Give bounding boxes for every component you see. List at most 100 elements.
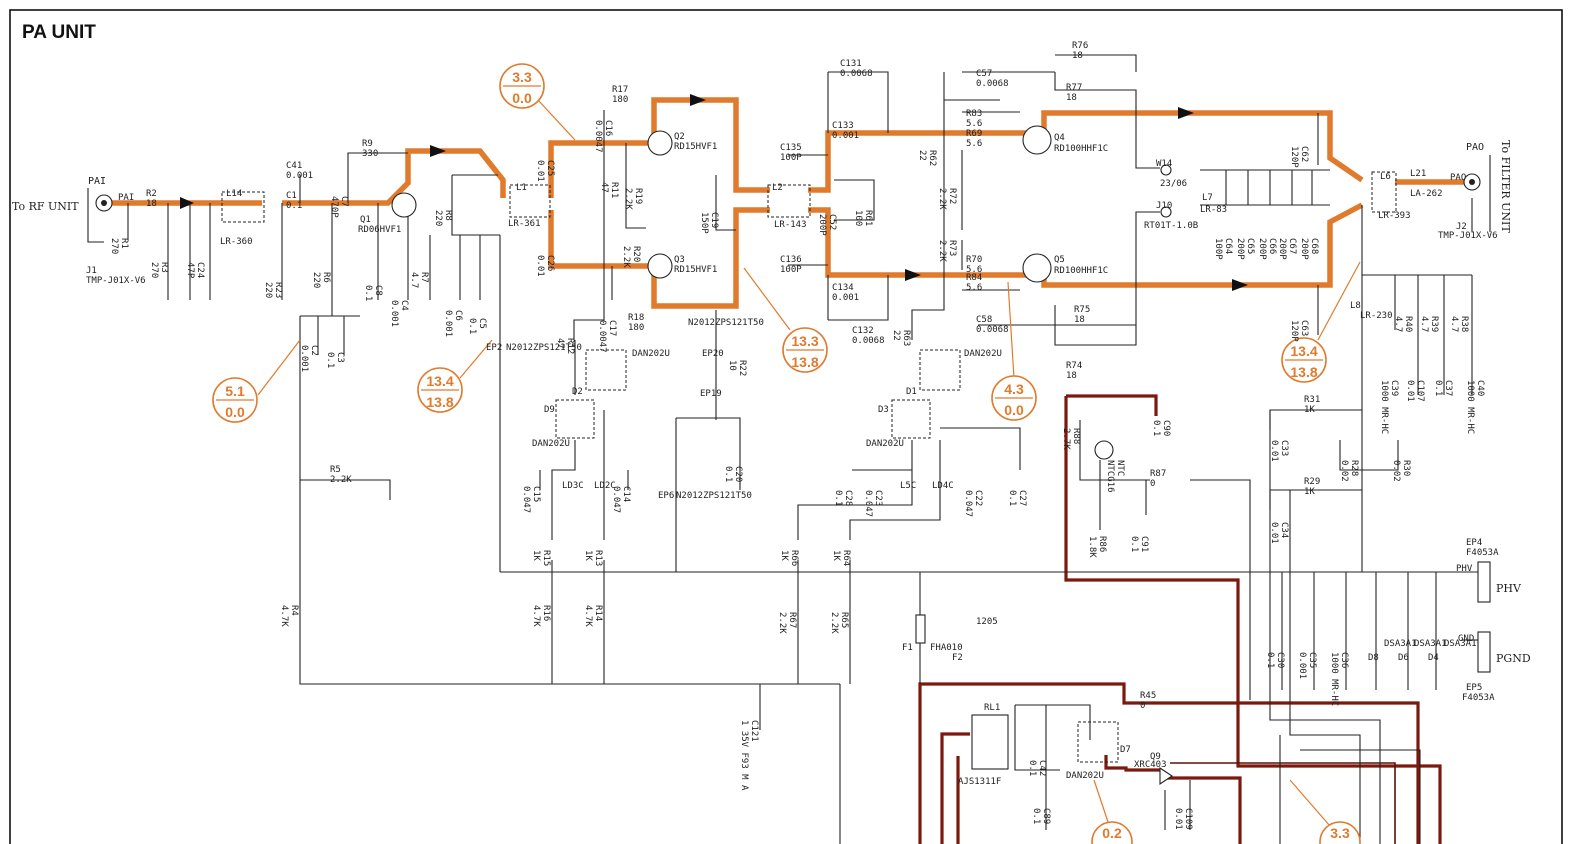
part-value: 0.001: [299, 345, 309, 372]
part-ref: C136: [780, 255, 802, 265]
part-ref: C90: [1161, 420, 1171, 436]
part-ref: R73: [947, 240, 957, 256]
diode-d7-symbol: [1077, 721, 1119, 763]
part-ref: C2: [309, 345, 319, 356]
part-ref: C66: [1267, 238, 1277, 254]
part-value: 4.7K: [531, 605, 541, 627]
part-value: 0.1: [1031, 808, 1041, 824]
svg-text:13.8: 13.8: [426, 394, 453, 410]
svg-text:L7: L7: [1202, 193, 1213, 203]
svg-text:F2: F2: [952, 653, 963, 663]
part-value: 200P: [817, 214, 827, 236]
part-ref: R17: [612, 85, 628, 95]
part-value: 0.01: [1269, 522, 1279, 544]
part-ref: R6: [321, 272, 331, 283]
part-ref: R11: [609, 182, 619, 198]
svg-text:RT01T-1.0B: RT01T-1.0B: [1144, 221, 1198, 231]
part-ref: C26: [545, 255, 555, 271]
part-value: 2.2K: [623, 188, 633, 210]
relay-rl1-symbol: [971, 714, 1009, 770]
part-value: 200P: [1257, 238, 1267, 260]
power-traces: [918, 394, 1442, 844]
part-ref: R64: [841, 550, 851, 566]
part-ref: C36: [1339, 652, 1349, 668]
part-ref: C121: [749, 720, 759, 742]
svg-text:D6: D6: [1398, 653, 1409, 663]
part-ref: R45: [1140, 691, 1156, 701]
part-value: 0.1: [723, 466, 733, 482]
part-value: 0.0068: [852, 336, 885, 346]
signal-direction-arrows: [180, 94, 1248, 291]
part-ref: C58: [976, 315, 992, 325]
part-value: 1.8K: [1087, 536, 1097, 558]
svg-text:LA-262: LA-262: [1410, 189, 1443, 199]
part-ref: C15: [531, 486, 541, 502]
to-rf-unit-label: To RF UNIT: [12, 200, 79, 213]
test-point-w14: [1160, 164, 1172, 176]
svg-text:D4: D4: [1428, 653, 1439, 663]
part-ref: R29: [1304, 477, 1320, 487]
part-ref: R7: [419, 272, 429, 283]
part-value: 270: [149, 262, 159, 278]
svg-text:DAN202U: DAN202U: [1066, 771, 1104, 781]
svg-text:23/06: 23/06: [1160, 179, 1187, 189]
svg-text:LD3C: LD3C: [562, 481, 584, 491]
part-value: 0: [1150, 479, 1155, 489]
part-value: 1000 MR-HC: [1329, 652, 1339, 706]
component-symbols: [95, 125, 1491, 786]
voltage-tag: 13.4 13.8: [417, 339, 493, 413]
part-value: 22: [891, 330, 901, 341]
part-value: 0.001: [832, 131, 859, 141]
svg-text:LR-143: LR-143: [774, 220, 807, 230]
part-ref: C91: [1139, 536, 1149, 552]
part-value: 0.0047: [597, 320, 607, 353]
part-value: 22: [917, 150, 927, 161]
part-value: 150P: [699, 212, 709, 234]
transistor-q5-symbol: [1022, 253, 1052, 283]
svg-text:D1: D1: [906, 387, 917, 397]
part-value: 0.001: [286, 171, 313, 181]
connector-ep5-symbol: [1477, 631, 1491, 673]
part-ref: C37: [1443, 380, 1453, 396]
part-value: 0.001: [1297, 652, 1307, 679]
svg-text:DSA3A1: DSA3A1: [1444, 639, 1477, 649]
part-ref: R30: [1401, 460, 1411, 476]
svg-text:TMP-J01X-V6: TMP-J01X-V6: [1438, 231, 1498, 241]
svg-text:L5C: L5C: [900, 481, 916, 491]
part-value: 1 35V F93 M A: [739, 720, 749, 791]
part-value: 0.047: [963, 490, 973, 517]
part-value: 1K: [583, 550, 593, 561]
part-value: 270: [109, 238, 119, 254]
svg-text:D7: D7: [1120, 745, 1131, 755]
part-value: 47: [555, 338, 565, 349]
svg-text:D3: D3: [878, 405, 889, 415]
part-ref: C107: [1415, 380, 1425, 402]
part-ref: C3: [335, 352, 345, 363]
part-value: 18: [1072, 51, 1083, 61]
part-ref: R9: [362, 139, 373, 149]
part-value: 0.001: [443, 310, 453, 337]
part-value: 1K: [1304, 405, 1315, 415]
svg-text:F4053A: F4053A: [1466, 548, 1499, 558]
part-value: 0.0047: [593, 120, 603, 153]
connector-ep4-symbol: [1477, 561, 1491, 603]
